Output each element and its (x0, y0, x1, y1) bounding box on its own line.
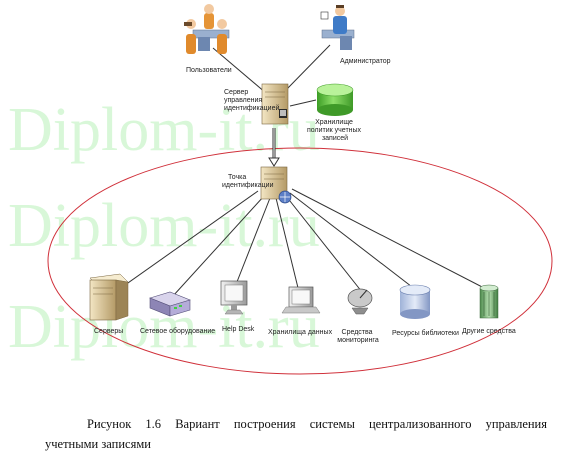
admin-label: Администратор (340, 58, 391, 65)
network-equipment-icon (149, 291, 191, 317)
other-tools-icon (479, 284, 499, 319)
account-store-label: Хранилище политик учетных записей (307, 119, 363, 142)
servers-label: Серверы (94, 328, 123, 335)
network-label: Сетевое оборудование (140, 327, 215, 335)
identification-point-icon (260, 166, 292, 204)
account-store-icon (316, 83, 354, 116)
helpdesk-label: Help Desk (222, 326, 255, 333)
storage-label: Хранилища данных (268, 329, 333, 336)
other-tools-label: Другие средства (462, 328, 516, 335)
library-label: Ресурсы библиотеки (392, 329, 459, 337)
caption-line-2: учетными записями (45, 437, 151, 451)
monitoring-label: Средства мониторинга (337, 329, 379, 344)
helpdesk-monitor-icon (220, 280, 248, 315)
auth-server-label: Сервер управления идентификацией (224, 89, 279, 112)
svg-text:Diplom-it.ru: Diplom-it.ru (8, 192, 320, 260)
identification-zone-ellipse (47, 147, 553, 375)
monitoring-dish-icon (347, 288, 373, 315)
users-icon (184, 4, 230, 54)
identification-point-label: Точка идентификации (222, 174, 274, 189)
servers-icon (89, 273, 129, 321)
users-label: Пользователи (186, 67, 232, 74)
connector-lines (117, 44, 489, 297)
auth-server-icon (261, 83, 289, 125)
figure-caption: Рисунок 1.6 Вариант построения системы ц… (0, 413, 569, 453)
double-arrow-icon (268, 128, 280, 167)
library-resources-icon (399, 284, 431, 319)
data-storage-icon (281, 286, 321, 314)
caption-line-1: Рисунок 1.6 Вариант построения системы ц… (87, 417, 547, 431)
administrator-icon (320, 5, 355, 50)
